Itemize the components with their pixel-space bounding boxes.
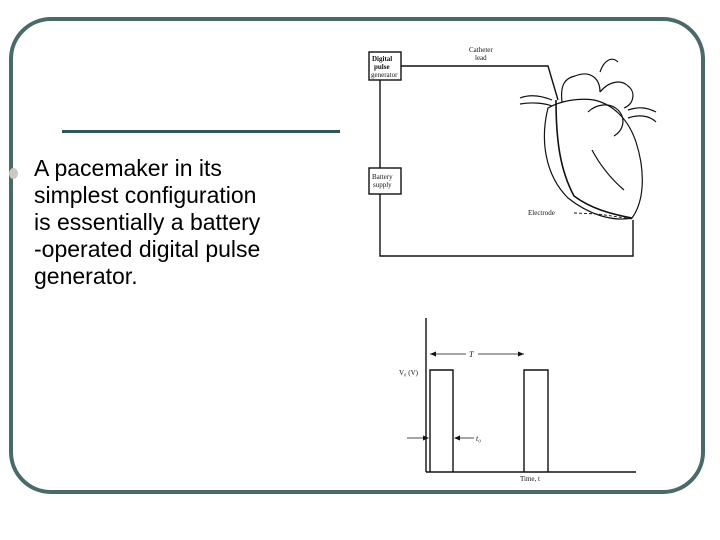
heart-icon: [519, 58, 657, 220]
pulse-generator-label: generator: [371, 71, 398, 79]
catheter-wire: [401, 65, 559, 101]
battery-label: Battery: [372, 173, 393, 181]
time-axis-label: Time, t: [520, 475, 540, 483]
return-wire: [379, 194, 634, 257]
bullet-line: generator.: [34, 263, 138, 289]
electrode-label: Electrode: [528, 209, 555, 217]
title-underline: [62, 130, 340, 133]
amplitude-label: V₀ (V): [399, 369, 419, 377]
bullet-line: is essentially a battery: [34, 209, 261, 235]
battery-box: [368, 167, 402, 195]
catheter-label: lead: [475, 54, 487, 62]
width-arrowhead-left: [423, 435, 429, 441]
bullet-line: simplest configuration: [34, 182, 257, 208]
period-arrow-right: [518, 351, 524, 357]
pacemaker-circuit: [368, 51, 634, 257]
bullet-icon: [9, 168, 18, 179]
battery-label: supply: [373, 181, 392, 189]
bullet-line: A pacemaker in its: [34, 155, 222, 181]
electrode-leader: [573, 212, 633, 220]
pulse-1: [429, 369, 454, 472]
bullet-text: A pacemaker in its simplest configuratio…: [34, 155, 334, 290]
pulse-waveform: [407, 318, 636, 473]
pulse-width-label: t₀: [476, 434, 481, 443]
slide-frame: [9, 17, 705, 494]
period-arrow-left: [430, 351, 436, 357]
pulse-2: [523, 369, 549, 472]
pulse-generator-label: Digital: [372, 55, 392, 63]
width-arrowhead-right: [454, 435, 460, 441]
period-label: T: [469, 350, 474, 359]
period-label-bg: [466, 348, 478, 360]
catheter-label: Catheter: [469, 46, 493, 54]
bullet-line: -operated digital pulse: [34, 236, 261, 262]
pulse-generator-box: [368, 51, 402, 81]
pulse-generator-label: pulse: [374, 63, 390, 71]
